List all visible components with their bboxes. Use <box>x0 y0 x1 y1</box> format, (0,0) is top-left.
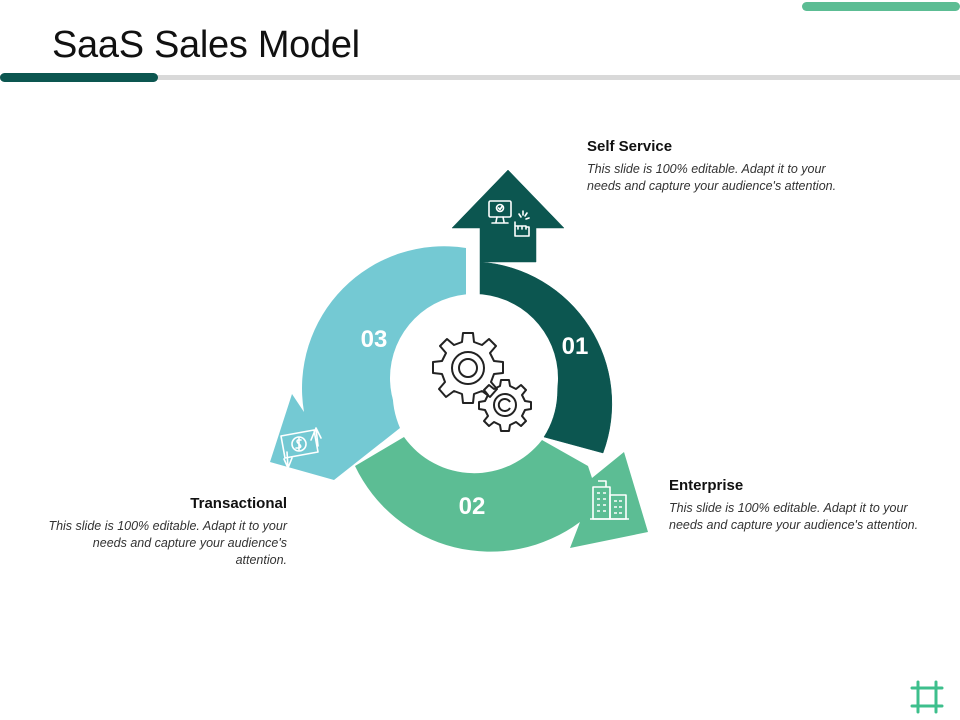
top-accent-bar <box>802 2 960 11</box>
text-block-enterprise: Enterprise This slide is 100% editable. … <box>669 477 919 534</box>
stage-description-enterprise: This slide is 100% editable. Adapt it to… <box>669 501 919 532</box>
stage-title-transactional: Transactional <box>190 495 287 512</box>
title-divider-accent <box>0 73 158 82</box>
text-block-self-service: Self Service This slide is 100% editable… <box>587 138 847 195</box>
stage-description-self-service: This slide is 100% editable. Adapt it to… <box>587 162 837 193</box>
stage-title-enterprise: Enterprise <box>669 477 744 494</box>
office-building-icon <box>590 480 629 520</box>
crop-icon[interactable] <box>910 680 944 714</box>
stage-number-01: 01 <box>562 333 589 360</box>
center-circle <box>390 294 558 462</box>
text-block-transactional: Transactional This slide is 100% editabl… <box>42 495 287 569</box>
stage-description-transactional: This slide is 100% editable. Adapt it to… <box>48 519 287 567</box>
segment-03 <box>270 246 466 480</box>
title-divider <box>0 75 960 80</box>
page-title: SaaS Sales Model <box>52 24 360 66</box>
stage-number-03: 03 <box>361 326 388 353</box>
computer-click-icon <box>488 200 530 237</box>
gears-icon <box>432 332 532 432</box>
stage-number-02: 02 <box>459 493 486 520</box>
segment-02 <box>355 437 648 552</box>
money-transfer-icon <box>280 427 322 469</box>
stage-title-self-service: Self Service <box>587 138 673 155</box>
